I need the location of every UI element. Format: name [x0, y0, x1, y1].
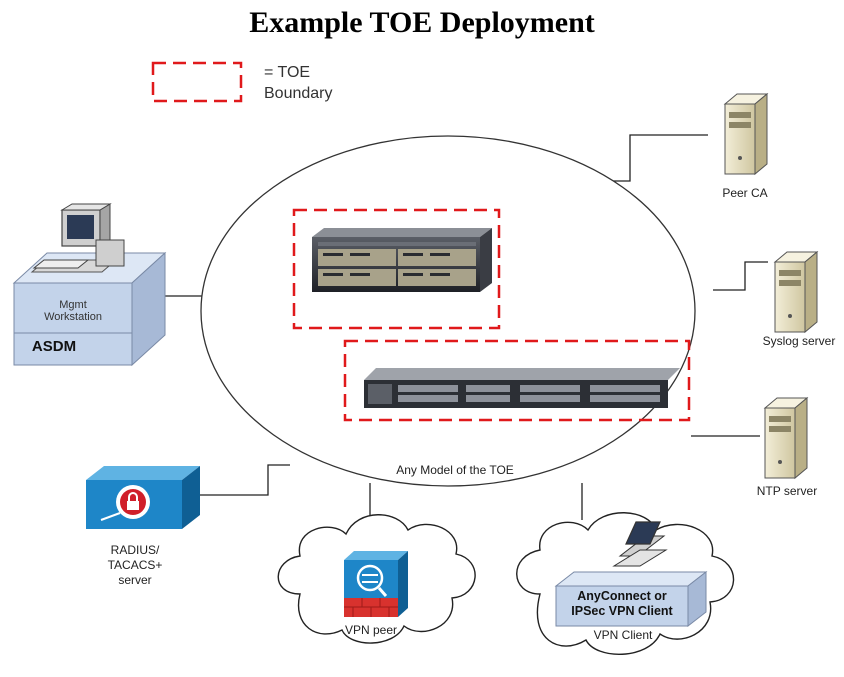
mgmt-workstation-label: Mgmt Workstation — [14, 299, 132, 323]
ellipse-label: Any Model of the TOE — [396, 463, 514, 477]
legend-boundary-swatch — [151, 61, 243, 103]
legend-line-2: Boundary — [264, 85, 333, 102]
ntp-server-label: NTP server — [756, 484, 818, 498]
toe-network-ellipse — [200, 135, 696, 487]
peer-ca-label: Peer CA — [722, 186, 768, 200]
diagram-title: Example TOE Deployment — [249, 6, 595, 39]
line-radius — [200, 464, 290, 496]
radius-tacacs-icon — [86, 466, 200, 529]
legend-label: = TOE Boundary — [264, 62, 333, 104]
firewall-appliance-device — [364, 368, 680, 408]
line-peer-ca — [612, 134, 708, 182]
radius-line-1: RADIUS/ — [110, 543, 160, 557]
asdm-label: ASDM — [31, 338, 77, 355]
peer-ca-server — [723, 92, 769, 176]
vpn-client-cloud — [516, 512, 735, 656]
vpn-client-label: VPN Client — [593, 628, 653, 642]
toe-boundary-2 — [343, 339, 691, 422]
ntp-server — [763, 396, 809, 480]
vpn-client-box-line-1: AnyConnect or — [577, 589, 667, 603]
syslog-server-label: Syslog server — [762, 334, 836, 348]
line-syslog — [713, 261, 768, 291]
vpn-peer-label: VPN peer — [344, 623, 398, 637]
radius-tacacs-label: RADIUS/ TACACS+ server — [90, 543, 180, 588]
mgmt-label-line-2: Workstation — [44, 311, 102, 323]
mgmt-label-line-1: Mgmt — [59, 299, 87, 311]
legend-line-1: = TOE — [264, 64, 311, 81]
vpn-peer-cloud — [277, 514, 476, 644]
toe-boundary-1 — [292, 208, 501, 330]
vpn-client-box-line-2: IPSec VPN Client — [571, 604, 673, 618]
vpn-client-box-label: AnyConnect or IPSec VPN Client — [556, 589, 688, 619]
mgmt-workstation — [12, 203, 167, 367]
syslog-server — [773, 250, 819, 334]
radius-line-2: TACACS+ — [107, 558, 163, 572]
firewall-chassis-device — [312, 228, 492, 292]
radius-line-3: server — [118, 573, 152, 587]
